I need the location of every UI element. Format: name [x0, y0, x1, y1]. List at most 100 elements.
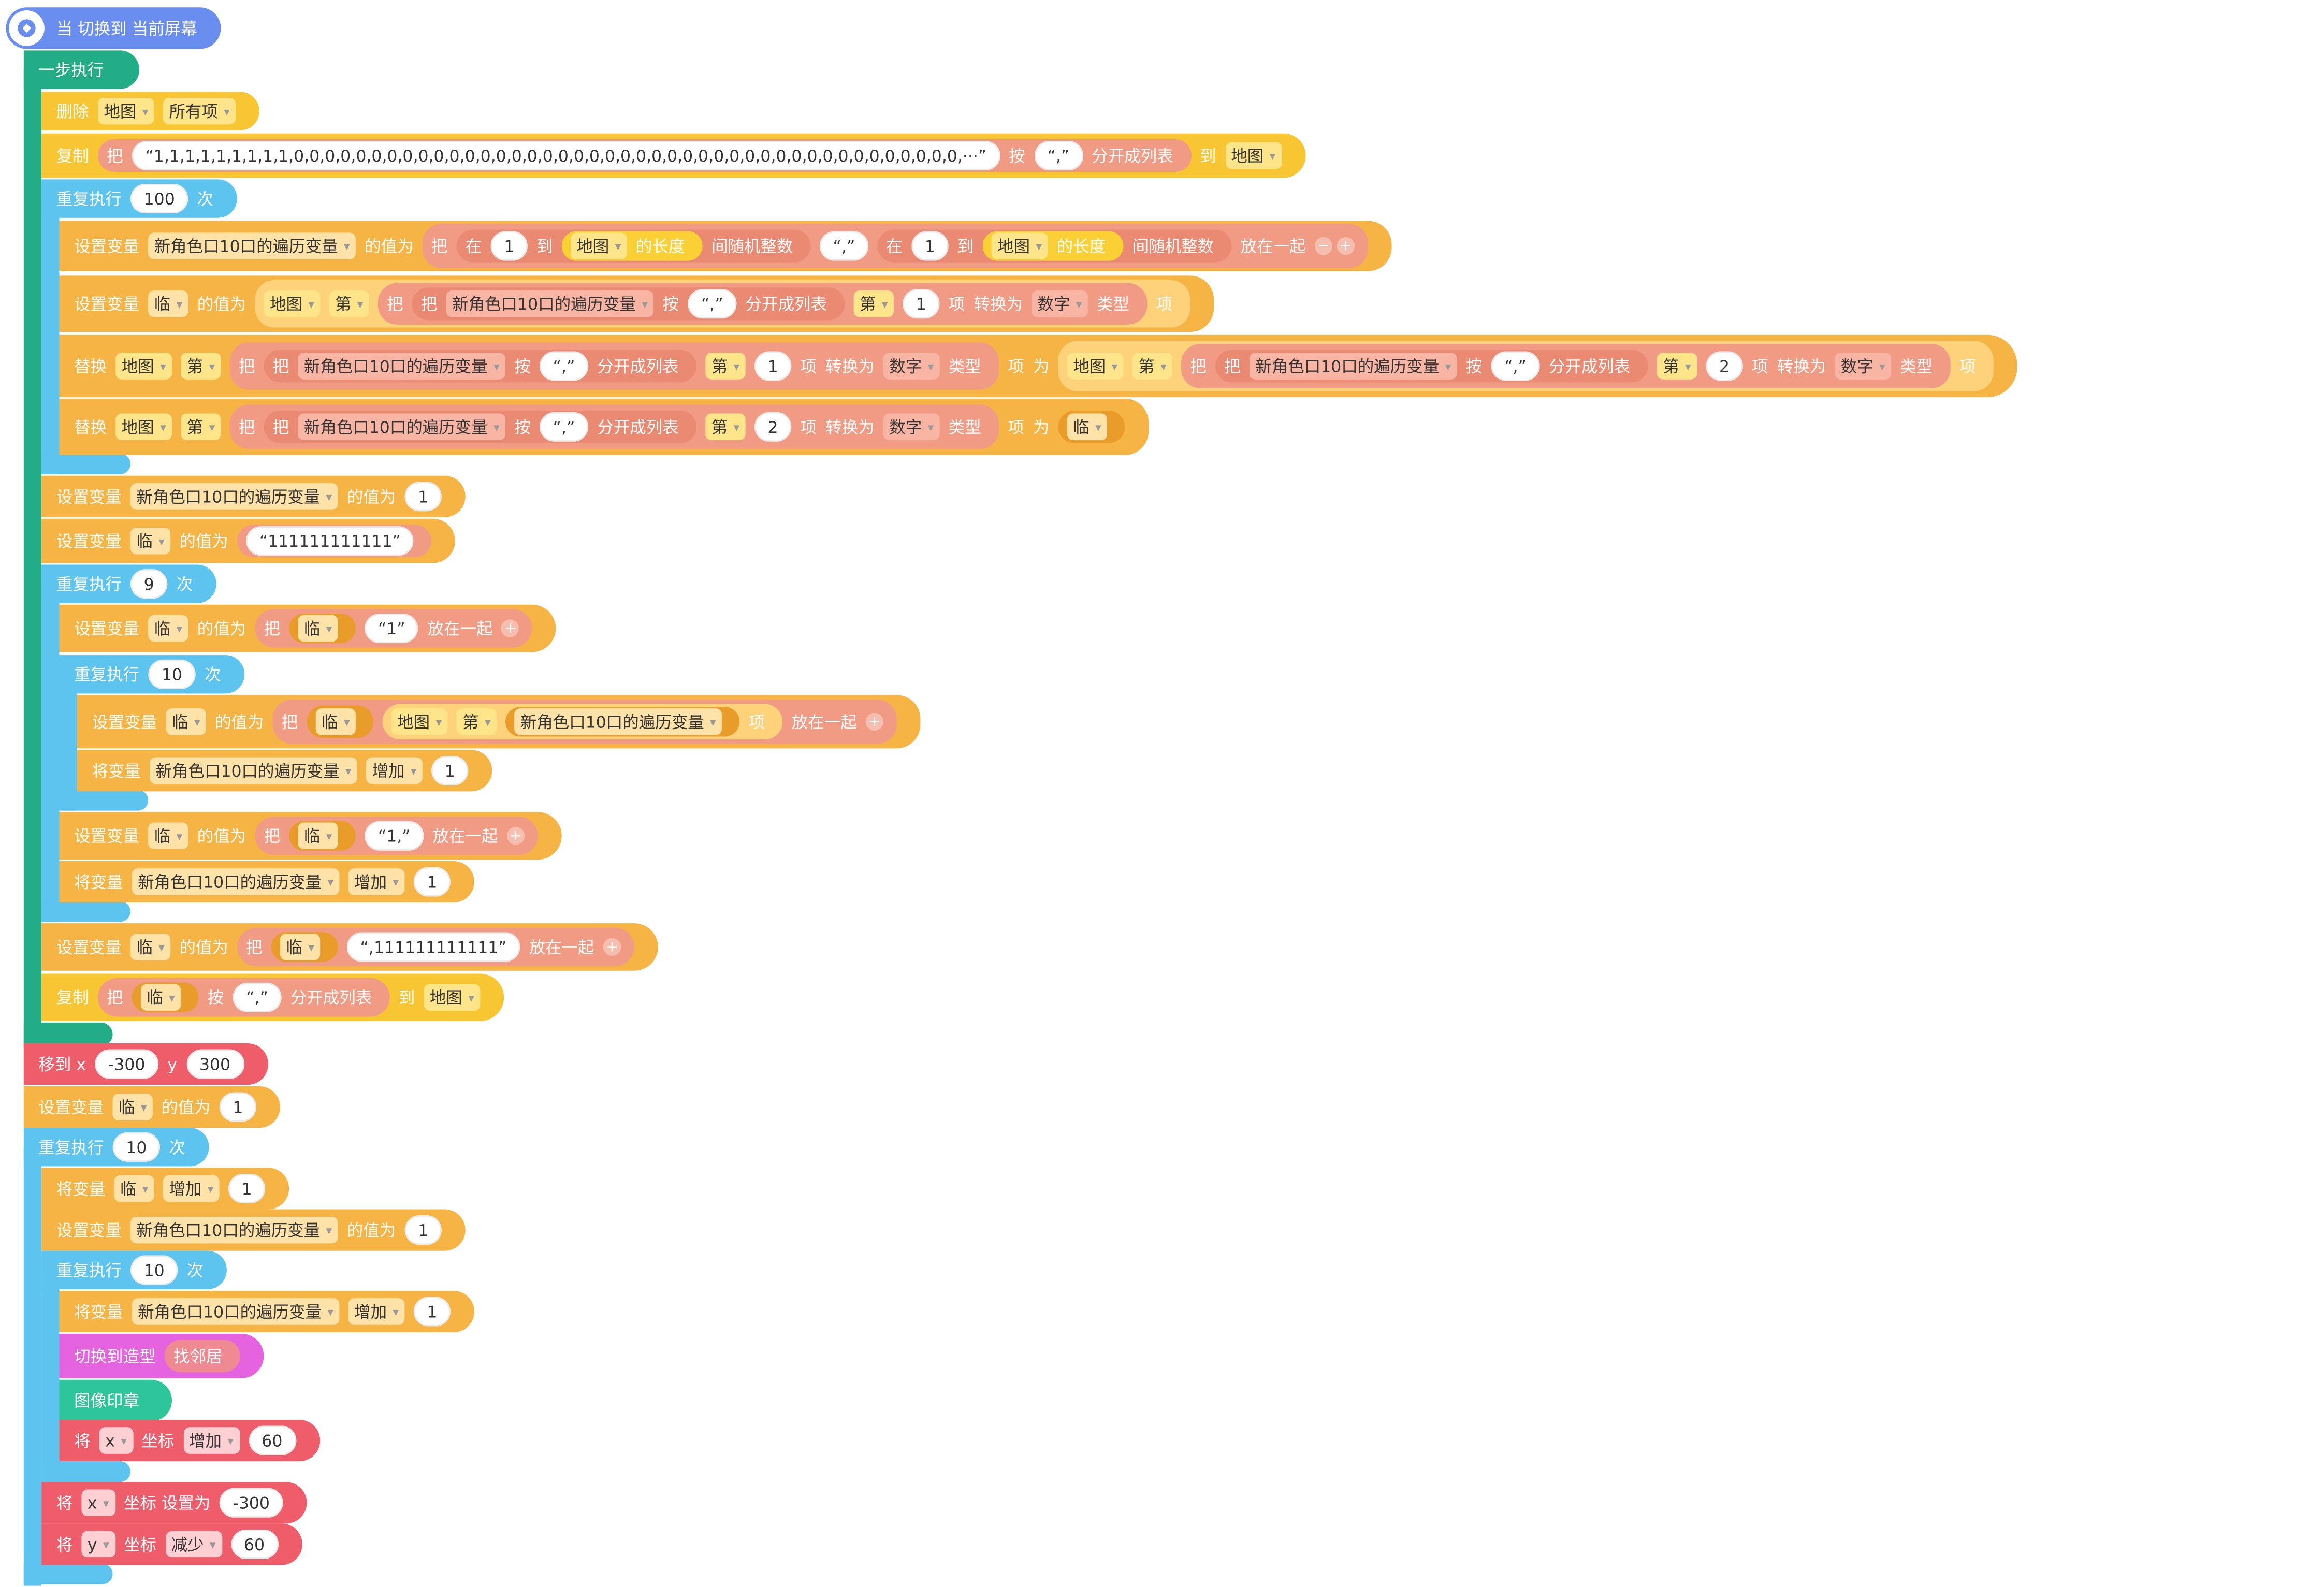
variable-reporter[interactable]: 临▾: [289, 613, 356, 644]
index-mode-dropdown[interactable]: 第▾: [853, 290, 894, 317]
random-operator[interactable]: 在 1 到 地图▾ 的长度 间随机整数: [877, 229, 1232, 263]
change-y-block[interactable]: 将 y▾ 坐标 减少▾ 60: [41, 1523, 302, 1565]
value-input[interactable]: 1: [413, 867, 451, 897]
value-input[interactable]: 1: [228, 1173, 266, 1204]
repeat-count-input[interactable]: 10: [112, 1132, 161, 1162]
type-dropdown[interactable]: 数字▾: [1835, 353, 1892, 380]
operation-dropdown[interactable]: 增加▾: [366, 757, 423, 784]
separator-input[interactable]: “,”: [233, 982, 282, 1012]
repeat-count-input[interactable]: 10: [130, 1255, 178, 1285]
list-item-reporter[interactable]: 地图▾ 第▾ 新角色口10口的遍历变量▾ 项: [382, 704, 783, 740]
variable-dropdown[interactable]: 新角色口10口的遍历变量▾: [132, 1298, 340, 1325]
join-operator[interactable]: 把 临▾ “1,” 放在一起 +: [255, 817, 538, 855]
list-dropdown[interactable]: 地图▾: [264, 290, 321, 317]
costume-reporter[interactable]: 找邻居: [164, 1340, 240, 1373]
list-length-reporter[interactable]: 地图▾ 的长度: [561, 231, 703, 261]
stamp-block[interactable]: 图像印章: [59, 1379, 172, 1421]
variable-dropdown[interactable]: 新角色口10口的遍历变量▾: [514, 708, 722, 735]
variable-dropdown[interactable]: 临▾: [148, 615, 188, 642]
switch-costume-block[interactable]: 切换到造型 找邻居: [59, 1333, 264, 1378]
plus-icon[interactable]: +: [603, 938, 621, 956]
index-input[interactable]: 1: [903, 289, 940, 319]
repeat-count-input[interactable]: 10: [148, 659, 196, 689]
copy-list-block[interactable]: 复制 把 “1,1,1,1,1,1,1,1,1,0,0,0,0,0,0,0,0,…: [41, 133, 1305, 178]
value-input[interactable]: -300: [219, 1488, 283, 1518]
variable-dropdown[interactable]: 新角色口10口的遍历变量▾: [132, 868, 340, 895]
when-screen-switched-hat[interactable]: 当 切换到 当前屏幕: [6, 7, 221, 49]
convert-operator[interactable]: 把 把 新角色口10口的遍历变量▾ 按 “,” 分开成列表 第▾ 1 项 转换为…: [229, 342, 999, 390]
convert-operator[interactable]: 把 把 新角色口10口的遍历变量▾ 按 “,” 分开成列表 第▾ 2 项 转换为…: [1181, 344, 1951, 388]
variable-reporter[interactable]: 临▾: [271, 932, 338, 962]
change-x-block[interactable]: 将 x▾ 坐标 增加▾ 60: [59, 1419, 319, 1462]
variable-dropdown[interactable]: 新角色口10口的遍历变量▾: [1249, 353, 1457, 380]
plus-icon[interactable]: +: [501, 619, 520, 637]
step-exec-block[interactable]: 一步执行: [23, 50, 140, 89]
variable-dropdown[interactable]: 临▾: [148, 290, 188, 317]
copy-list-block[interactable]: 复制 把 临▾ 按 “,” 分开成列表 到 地图▾: [41, 973, 504, 1022]
separator-input[interactable]: “,”: [539, 412, 589, 442]
goto-xy-block[interactable]: 移到 x -300 y 300: [23, 1043, 268, 1085]
set-variable-block[interactable]: 设置变量 临▾ 的值为 1: [23, 1086, 281, 1128]
operation-dropdown[interactable]: 增加▾: [348, 868, 405, 895]
plus-icon[interactable]: +: [865, 712, 884, 731]
set-variable-block[interactable]: 设置变量 临▾ 的值为 把 临▾ “1,” 放在一起 +: [59, 812, 562, 860]
variable-dropdown[interactable]: 临▾: [112, 1094, 153, 1120]
variable-dropdown[interactable]: 新角色口10口的遍历变量▾: [446, 290, 654, 317]
axis-dropdown[interactable]: y▾: [81, 1531, 115, 1558]
variable-dropdown[interactable]: 临▾: [148, 822, 188, 850]
x-input[interactable]: -300: [95, 1049, 159, 1079]
join-operator[interactable]: 把 临▾ 地图▾ 第▾ 新角色口10口的遍历变量▾ 项 放在一起 +: [272, 699, 897, 744]
y-input[interactable]: 300: [186, 1049, 244, 1079]
change-variable-block[interactable]: 将变量 新角色口10口的遍历变量▾ 增加▾ 1: [77, 750, 492, 792]
plus-icon[interactable]: +: [506, 827, 525, 845]
separator-input[interactable]: “,”: [688, 289, 737, 319]
set-variable-block[interactable]: 设置变量 临▾ 的值为 地图▾ 第▾ 把 把 新角色口10口的遍历变量▾ 按 “…: [59, 275, 1214, 332]
separator-input[interactable]: “,”: [539, 351, 589, 381]
split-operator[interactable]: 把 临▾ 按 “,” 分开成列表: [97, 978, 390, 1017]
text-input[interactable]: “,111111111111”: [346, 932, 520, 962]
operation-dropdown[interactable]: 增加▾: [183, 1427, 240, 1454]
repeat-count-input[interactable]: 100: [130, 183, 188, 214]
set-x-block[interactable]: 将 x▾ 坐标 设置为 -300: [41, 1482, 307, 1524]
split-operator[interactable]: 把 “1,1,1,1,1,1,1,1,1,0,0,0,0,0,0,0,0,0,0…: [97, 139, 1191, 172]
operation-dropdown[interactable]: 减少▾: [165, 1531, 222, 1558]
variable-dropdown[interactable]: 新角色口10口的遍历变量▾: [130, 483, 338, 510]
value-input[interactable]: 1: [404, 1215, 442, 1245]
repeat-block[interactable]: 重复执行 10 次: [59, 655, 245, 694]
text-input[interactable]: “1,”: [365, 821, 424, 851]
variable-dropdown[interactable]: 临▾: [298, 615, 338, 642]
join-operator[interactable]: 把 临▾ “,111111111111” 放在一起 +: [237, 927, 634, 967]
value-input[interactable]: 1: [431, 755, 469, 785]
variable-dropdown[interactable]: 临▾: [166, 708, 206, 735]
variable-dropdown[interactable]: 新角色口10口的遍历变量▾: [148, 232, 356, 259]
replace-item-block[interactable]: 替换 地图▾ 第▾ 把 把 新角色口10口的遍历变量▾ 按 “,” 分开成列表 …: [59, 334, 2017, 398]
variable-reporter[interactable]: 新角色口10口的遍历变量▾: [505, 707, 740, 737]
list-dropdown[interactable]: 地图▾: [424, 984, 481, 1011]
index-input[interactable]: 2: [1706, 351, 1743, 381]
variable-dropdown[interactable]: 临▾: [140, 984, 181, 1011]
set-variable-block[interactable]: 设置变量 新角色口10口的遍历变量▾ 的值为 1: [41, 475, 466, 517]
split-item-operator[interactable]: 把 新角色口10口的遍历变量▾ 按 “,” 分开成列表: [264, 410, 697, 443]
axis-dropdown[interactable]: x▾: [99, 1427, 133, 1454]
variable-dropdown[interactable]: 临▾: [130, 934, 171, 960]
separator-input[interactable]: “,”: [819, 231, 869, 261]
value-input[interactable]: 1: [404, 482, 442, 512]
list-dropdown[interactable]: 地图▾: [115, 413, 172, 441]
index-mode-dropdown[interactable]: 第▾: [181, 353, 221, 380]
join-operator[interactable]: 把 在 1 到 地图▾ 的长度 间随机整数 “,” 在 1 到 地图▾ 的长度: [422, 224, 1368, 269]
index-input[interactable]: 1: [754, 351, 792, 381]
list-dropdown[interactable]: 地图▾: [391, 708, 448, 735]
list-dropdown[interactable]: 地图▾: [991, 232, 1048, 259]
change-variable-block[interactable]: 将变量 临▾ 增加▾ 1: [41, 1168, 289, 1210]
from-input[interactable]: 1: [911, 231, 949, 261]
list-dropdown[interactable]: 地图▾: [1067, 353, 1124, 380]
minus-icon[interactable]: −: [1314, 237, 1332, 255]
list-dropdown[interactable]: 地图▾: [97, 97, 154, 125]
list-dropdown[interactable]: 地图▾: [1225, 142, 1282, 169]
variable-dropdown[interactable]: 临▾: [280, 934, 321, 960]
value-input[interactable]: 60: [248, 1425, 296, 1455]
index-mode-dropdown[interactable]: 第▾: [705, 413, 746, 441]
variable-dropdown[interactable]: 临▾: [315, 708, 356, 735]
variable-dropdown[interactable]: 新角色口10口的遍历变量▾: [298, 413, 506, 441]
change-variable-block[interactable]: 将变量 新角色口10口的遍历变量▾ 增加▾ 1: [59, 1290, 474, 1333]
